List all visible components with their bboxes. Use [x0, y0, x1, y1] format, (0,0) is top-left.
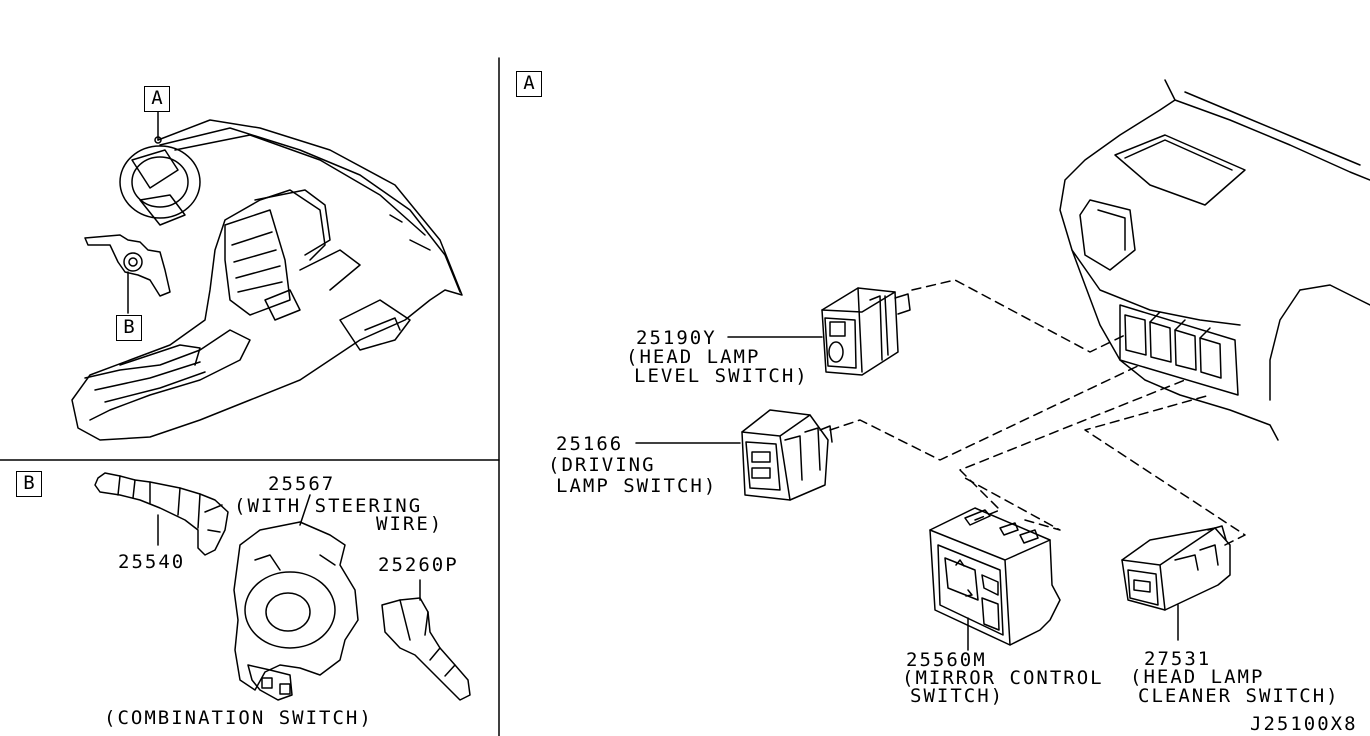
panel-dividers: [0, 57, 500, 736]
dashboard-overview-illustration: [71, 111, 463, 441]
part-number-25166: 25166: [556, 433, 624, 455]
head-lamp-cleaner-switch-illustration: [1121, 525, 1231, 611]
combination-switch-caption: (COMBINATION SWITCH): [104, 707, 373, 729]
head-lamp-level-switch-illustration: [821, 287, 911, 376]
dashed-leader-lines: [829, 279, 1246, 546]
part-number-27531: 27531: [1144, 648, 1212, 670]
solid-leader-lines: [635, 336, 1179, 651]
part-desc-25567-line1: (WITH STEERING: [234, 495, 423, 517]
driving-lamp-switch-illustration: [741, 409, 833, 501]
part-desc-25190y-line2: LEVEL SWITCH): [634, 365, 809, 387]
part-desc-25166-line2: LAMP SWITCH): [556, 475, 718, 497]
view-label-b-bottom: B: [16, 471, 42, 497]
part-desc-25560m-line2: SWITCH): [910, 685, 1005, 707]
combination-switch-illustration: [94, 472, 471, 701]
part-desc-25567-line2: WIRE): [376, 513, 444, 535]
view-label-a-right: A: [516, 71, 542, 97]
view-label-a-left: A: [144, 86, 170, 112]
part-desc-25166-line1: (DRIVING: [548, 454, 656, 476]
part-number-25190y: 25190Y: [636, 327, 717, 349]
part-desc-25560m-line1: (MIRROR CONTROL: [902, 667, 1104, 689]
lower-dash-illustration: [1059, 79, 1370, 441]
diagram-code: J25100X8: [1250, 713, 1358, 735]
part-number-25540: 25540: [118, 551, 186, 573]
part-number-25567: 25567: [268, 473, 336, 495]
part-number-25260p: 25260P: [378, 554, 459, 576]
mirror-control-switch-illustration: [929, 507, 1061, 646]
part-desc-27531-line2: CLEANER SWITCH): [1138, 685, 1340, 707]
part-desc-27531-line1: (HEAD LAMP: [1130, 666, 1265, 688]
view-label-b-left: B: [116, 315, 142, 341]
part-number-25560m: 25560M: [906, 649, 987, 671]
part-desc-25190y-line1: (HEAD LAMP: [626, 346, 761, 368]
